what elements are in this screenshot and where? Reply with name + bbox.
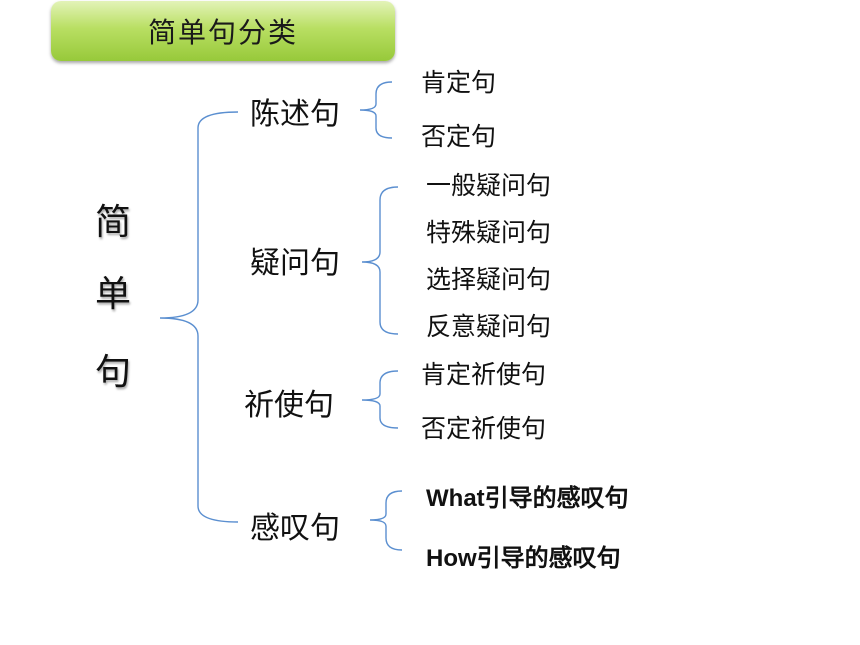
bracket-interrogative bbox=[361, 186, 399, 335]
leaf-how-exclamation: How引导的感叹句 bbox=[426, 545, 621, 572]
bracket-exclamatory bbox=[369, 490, 403, 551]
category-interrogative: 疑问句 bbox=[250, 246, 340, 281]
bracket-imperative bbox=[361, 370, 399, 429]
leaf-tag-question: 反意疑问句 bbox=[426, 312, 552, 341]
title-banner: 简单句分类 bbox=[51, 1, 395, 61]
leaf-affirmative-imperative: 肯定祈使句 bbox=[421, 360, 547, 389]
main-bracket bbox=[159, 111, 239, 523]
leaf-what-exclamation: What引导的感叹句 bbox=[426, 485, 629, 512]
leaf-special-question: 特殊疑问句 bbox=[426, 218, 552, 247]
category-exclamatory: 感叹句 bbox=[250, 511, 340, 546]
category-imperative: 祈使句 bbox=[244, 388, 334, 423]
page-title: 简单句分类 bbox=[147, 16, 298, 49]
leaf-negative-imperative: 否定祈使句 bbox=[421, 414, 547, 443]
root-char-2: 单 bbox=[95, 274, 132, 315]
category-declarative: 陈述句 bbox=[250, 97, 340, 132]
leaf-alternative-question: 选择疑问句 bbox=[426, 265, 552, 294]
leaf-affirmative: 肯定句 bbox=[421, 68, 497, 97]
root-char-3: 句 bbox=[95, 352, 132, 393]
root-char-1: 简 bbox=[95, 202, 132, 243]
leaf-negative: 否定句 bbox=[421, 122, 497, 151]
leaf-general-question: 一般疑问句 bbox=[426, 171, 552, 200]
bracket-declarative bbox=[359, 81, 393, 139]
